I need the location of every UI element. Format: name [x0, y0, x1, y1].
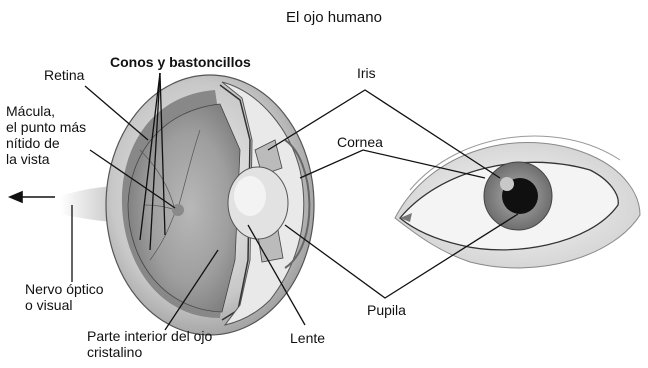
label-pupila: Pupila: [367, 302, 406, 318]
label-lente: Lente: [290, 330, 325, 346]
label-cornea: Cornea: [337, 134, 383, 150]
label-conos: Conos y bastoncillos: [110, 54, 251, 70]
label-macula: Mácula, el punto más nítido de la vista: [6, 103, 86, 167]
macula-spot: [172, 204, 184, 216]
label-nervio: Nervo óptico o visual: [25, 281, 104, 313]
label-parte-interior: Parte interior del ojo cristalino: [87, 328, 212, 360]
light-direction-arrow: [10, 192, 55, 202]
label-retina: Retina: [44, 67, 84, 83]
diagram-title: El ojo humano: [0, 9, 648, 26]
pupil-highlight: [500, 177, 514, 191]
label-iris: Iris: [357, 65, 376, 81]
external-eye: [395, 136, 640, 268]
